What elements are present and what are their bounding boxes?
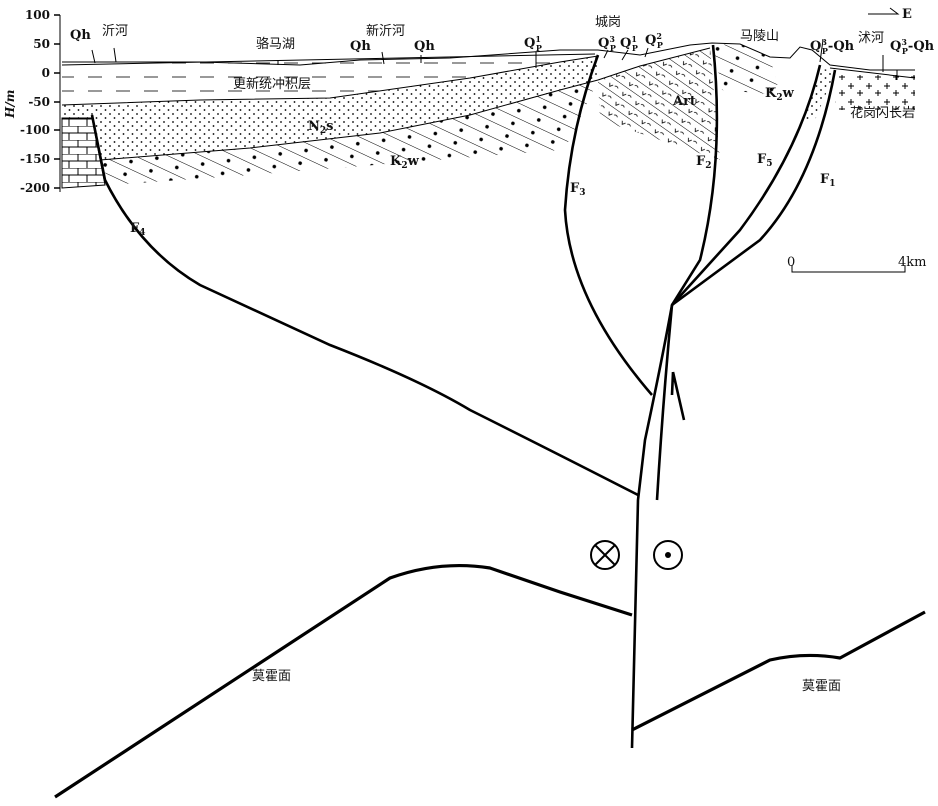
pleistocene-label: 更新统冲积层 [233, 76, 311, 92]
tick-label: -100 [20, 123, 50, 137]
n2s-layer [62, 56, 598, 160]
qh-label: Qh [350, 39, 371, 54]
strata [61, 42, 916, 189]
f2-label: F2 [696, 154, 712, 171]
malingshan-label: 马陵山 [740, 29, 779, 44]
granodiorite-body [835, 75, 915, 110]
chenggang-label: 城岗 [595, 15, 621, 30]
moho-right-label: 莫霍面 [802, 679, 841, 694]
fault-f4 [90, 114, 639, 497]
fault-f3 [563, 54, 653, 396]
f1-label: F1 [820, 172, 836, 189]
xinyihe-label: 新沂河 [366, 23, 405, 39]
fault-arrow [670, 371, 686, 421]
f3-label: F3 [570, 181, 586, 198]
moho-left [54, 563, 633, 799]
malingshan-k2w [713, 44, 780, 95]
limestone-block [61, 117, 106, 189]
fault-f5 [671, 64, 822, 306]
qh-label: Qh [414, 39, 435, 54]
direction-label: E [902, 7, 912, 22]
granodiorite-label: 花岗闪长岩 [850, 105, 915, 121]
pleistocene-layer [62, 54, 595, 105]
tick-label: -200 [20, 181, 50, 195]
tick-label: 0 [42, 66, 50, 80]
out-of-page-symbol [653, 540, 683, 570]
art-layer [598, 48, 720, 160]
axis-label: H/m [3, 90, 17, 119]
tick-label: 100 [25, 8, 50, 22]
luomahu-label: 骆马湖 [256, 36, 295, 52]
k2w-layer [100, 80, 598, 185]
tick-label: -150 [20, 152, 50, 166]
f4-label: F4 [130, 221, 146, 238]
scale-start: 0 [787, 255, 795, 270]
k2w-label: K2w [765, 86, 795, 103]
art-label: Art [672, 94, 696, 109]
f5-label: F5 [757, 152, 773, 169]
n2s-label: N2s [308, 119, 333, 136]
fault-f1 [671, 69, 837, 307]
faults [90, 44, 837, 749]
f5-f1-wedge [803, 68, 835, 120]
k2w-label: K2w [390, 154, 420, 171]
shuhe-label: 沭河 [858, 31, 884, 46]
tick-label: 50 [33, 37, 50, 51]
moho-left-label: 莫霍面 [252, 669, 291, 684]
qh-label: Qh [70, 28, 91, 43]
moho-right [631, 610, 926, 732]
scale-bar: 0 4km [787, 255, 926, 273]
into-page-symbol [590, 540, 620, 570]
fault-f2 [630, 44, 719, 749]
vertical-axis: 100 50 0 -50 -100 -150 -200 H/m [3, 8, 61, 195]
east-arrow: E [868, 7, 912, 22]
fault-branch [655, 304, 674, 501]
scale-end: 4km [898, 255, 926, 270]
yihe-label: 沂河 [102, 24, 128, 39]
tick-label: -50 [28, 95, 50, 109]
